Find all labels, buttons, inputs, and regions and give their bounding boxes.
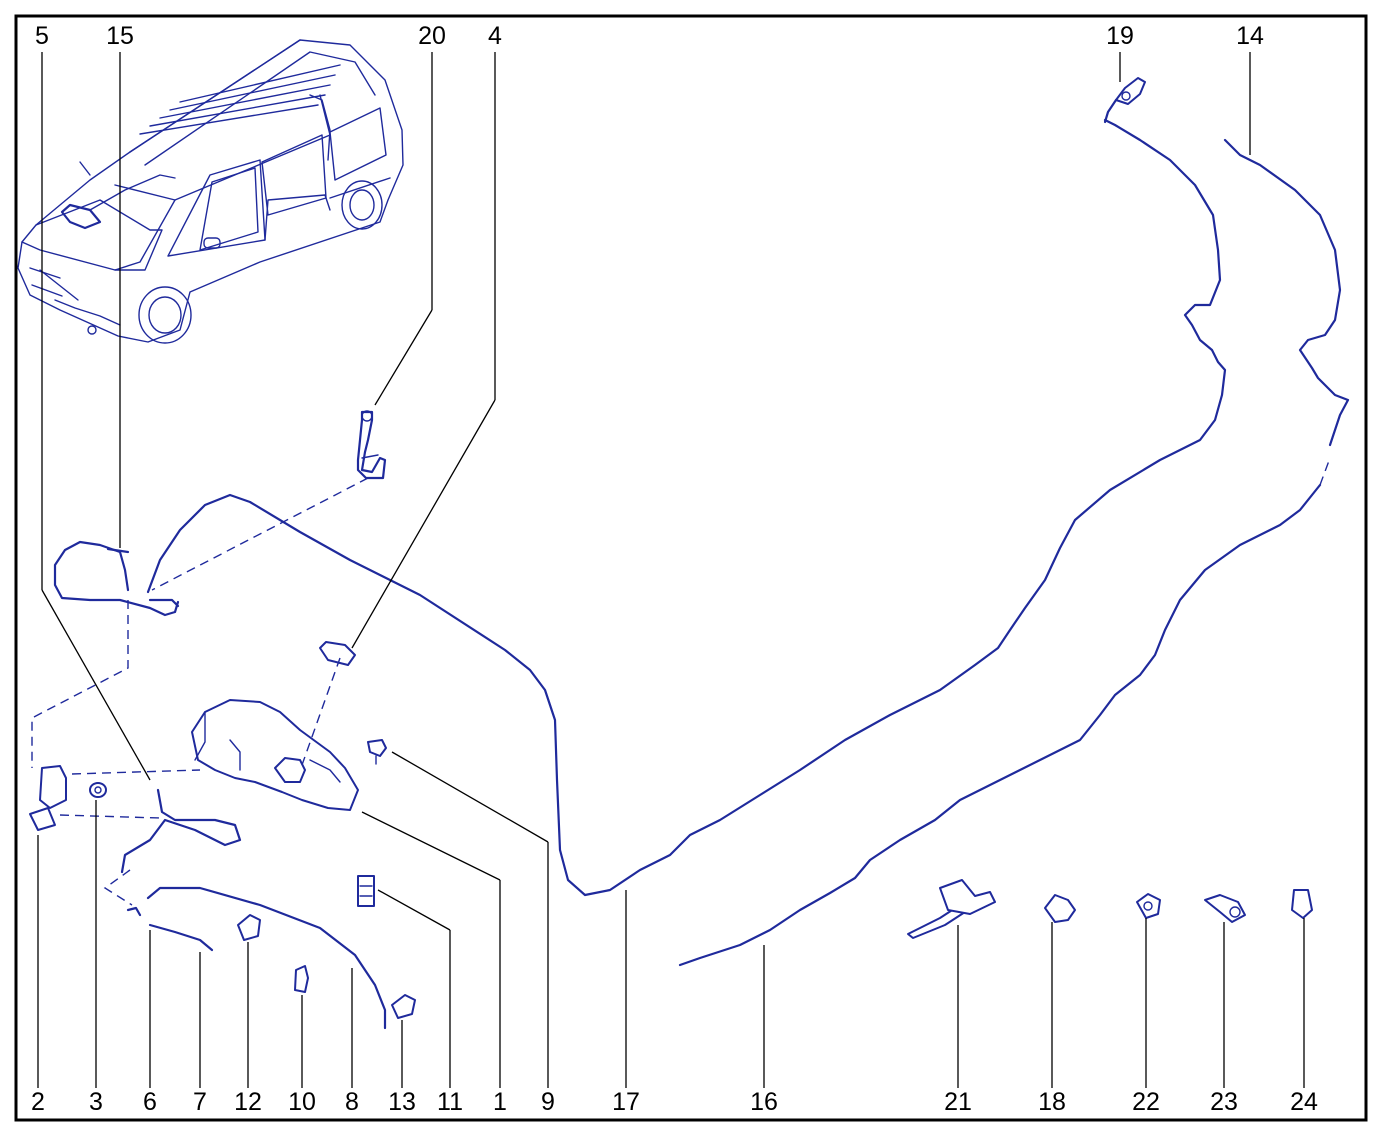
clip-10-part	[294, 965, 309, 993]
callout-12: 12	[234, 1088, 262, 1116]
callout-3: 3	[89, 1088, 103, 1116]
clip-23-part	[1204, 894, 1246, 923]
callout-6: 6	[143, 1088, 157, 1116]
callout-1: 1	[493, 1088, 507, 1116]
clip-18-part	[1044, 894, 1076, 923]
hose-loop-part	[53, 540, 180, 617]
hose-16-part	[678, 138, 1350, 967]
callout-8: 8	[345, 1088, 359, 1116]
screw-9-part	[367, 739, 387, 765]
callout-20: 20	[418, 22, 446, 50]
leader-lines	[37, 52, 1305, 1088]
callout-13: 13	[388, 1088, 416, 1116]
nozzle-19-part	[1103, 77, 1146, 124]
callout-18: 18	[1038, 1088, 1066, 1116]
cable-tie-21-part	[907, 879, 996, 939]
reservoir-cap-part	[319, 641, 356, 666]
callout-14: 14	[1236, 22, 1264, 50]
clip-22-part	[1136, 893, 1161, 919]
callouts-bottom: 2 3 6 7 12 10 8 13 11 1 9 17 16 21 18 22…	[31, 1088, 1318, 1116]
hose-7-part	[148, 923, 214, 952]
vehicle-illustration	[17, 39, 404, 344]
hose-17-part	[146, 118, 1227, 897]
washer-reservoir-part	[191, 699, 359, 811]
callout-2: 2	[31, 1088, 45, 1116]
rear-pump-bracket-part	[356, 410, 387, 480]
callout-5: 5	[35, 22, 49, 50]
callout-16: 16	[750, 1088, 778, 1116]
callout-22: 22	[1132, 1088, 1160, 1116]
callout-21: 21	[944, 1088, 972, 1116]
jet-13-part	[391, 994, 416, 1019]
hose-8-part	[146, 886, 387, 1030]
callout-19: 19	[1106, 22, 1134, 50]
callout-9: 9	[541, 1088, 555, 1116]
clip-11-part	[357, 875, 375, 907]
pump-2-part	[29, 765, 67, 831]
clip-24-part	[1291, 889, 1313, 919]
callouts-top: 5 15 20 4 19 14	[35, 22, 1264, 50]
callout-7: 7	[193, 1088, 207, 1116]
callout-10: 10	[288, 1088, 316, 1116]
connector-6-part	[126, 906, 142, 917]
callout-23: 23	[1210, 1088, 1238, 1116]
grommet-3-part	[89, 782, 107, 798]
callout-24: 24	[1290, 1088, 1318, 1116]
callout-15: 15	[106, 22, 134, 50]
jet-12-part	[237, 914, 261, 941]
hose-5-part	[120, 788, 242, 874]
callout-11: 11	[437, 1088, 463, 1116]
callout-4: 4	[488, 22, 502, 50]
diagram-frame	[14, 14, 1368, 1122]
routing-dashes	[31, 477, 369, 906]
callout-17: 17	[612, 1088, 640, 1116]
